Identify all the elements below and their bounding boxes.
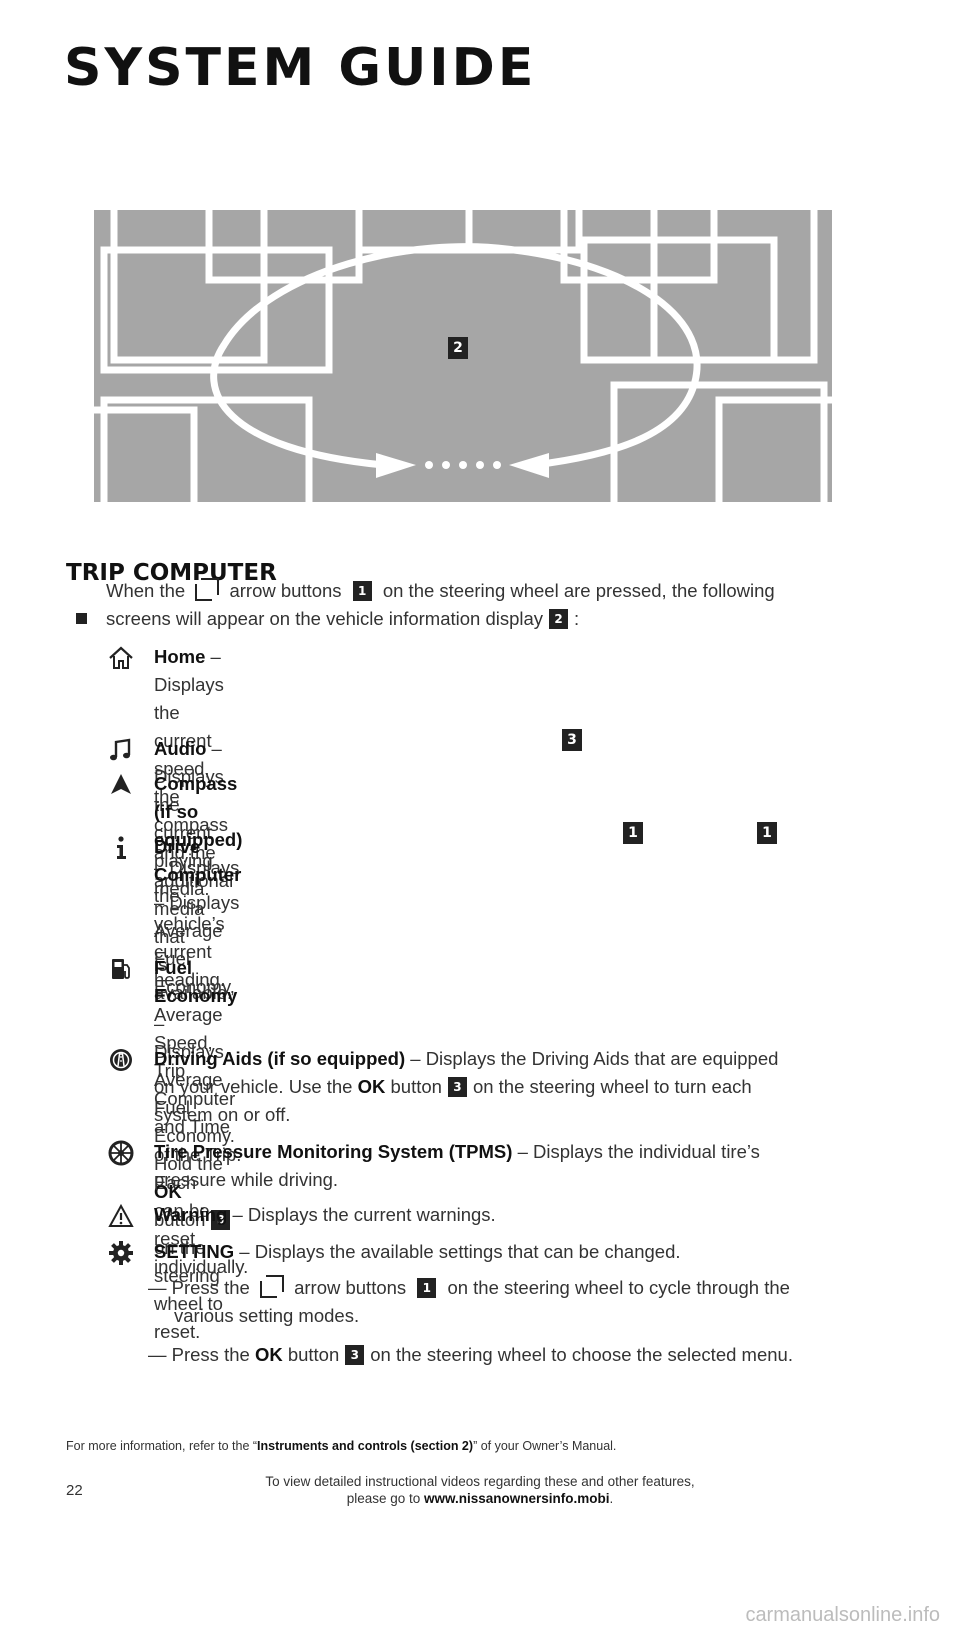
compass-arrow-icon — [111, 774, 131, 794]
callout-display: 2 — [448, 337, 468, 359]
section-heading: TRIP COMPUTER — [66, 560, 277, 586]
ref-ok-button: 3 — [447, 1077, 467, 1097]
ref-ok-button: 3 — [211, 1210, 231, 1230]
page-number: 22 — [66, 1482, 83, 1499]
driving-aids-icon — [110, 1049, 132, 1071]
intro-line-1: When the arrow buttons 1 on the steering… — [106, 577, 775, 605]
ref-ok-button: 3 — [345, 1345, 365, 1365]
footer-url-link[interactable]: www.nissanownersinfo.mobi — [424, 1491, 610, 1506]
arrow-buttons-icon — [195, 578, 220, 601]
gear-icon — [109, 1241, 133, 1265]
tire-icon — [108, 1140, 134, 1166]
info-icon — [117, 836, 126, 859]
warning-icon — [108, 1203, 134, 1227]
arrow-buttons-icon — [259, 1275, 284, 1298]
fuel-pump-icon — [112, 959, 130, 979]
bullet-square-icon — [76, 613, 87, 624]
music-note-icon — [110, 738, 131, 761]
setting-instruction-1-cont: various setting modes. — [174, 1305, 360, 1326]
callout-arrow-left: 1 — [623, 822, 643, 844]
ref-arrow-buttons: 1 — [352, 581, 372, 601]
home-icon — [109, 646, 133, 669]
screen-cycle-illustration — [80, 196, 853, 534]
callout-ok-button: 3 — [562, 729, 582, 751]
setting-instruction-1: — Press the arrow buttons 1 on the steer… — [148, 1274, 790, 1302]
ref-display: 2 — [549, 609, 569, 629]
callout-arrow-right: 1 — [757, 822, 777, 844]
ref-arrow-buttons: 1 — [417, 1278, 437, 1298]
intro-line-2: screens will appear on the vehicle infor… — [106, 608, 580, 629]
footer-note: To view detailed instructional videos re… — [265, 1474, 695, 1506]
footnote: For more information, refer to the “Inst… — [66, 1439, 617, 1453]
page-title: SYSTEM GUIDE — [64, 38, 537, 98]
display-screens-diagram — [80, 196, 853, 534]
watermark: carmanualsonline.info — [745, 1604, 940, 1626]
